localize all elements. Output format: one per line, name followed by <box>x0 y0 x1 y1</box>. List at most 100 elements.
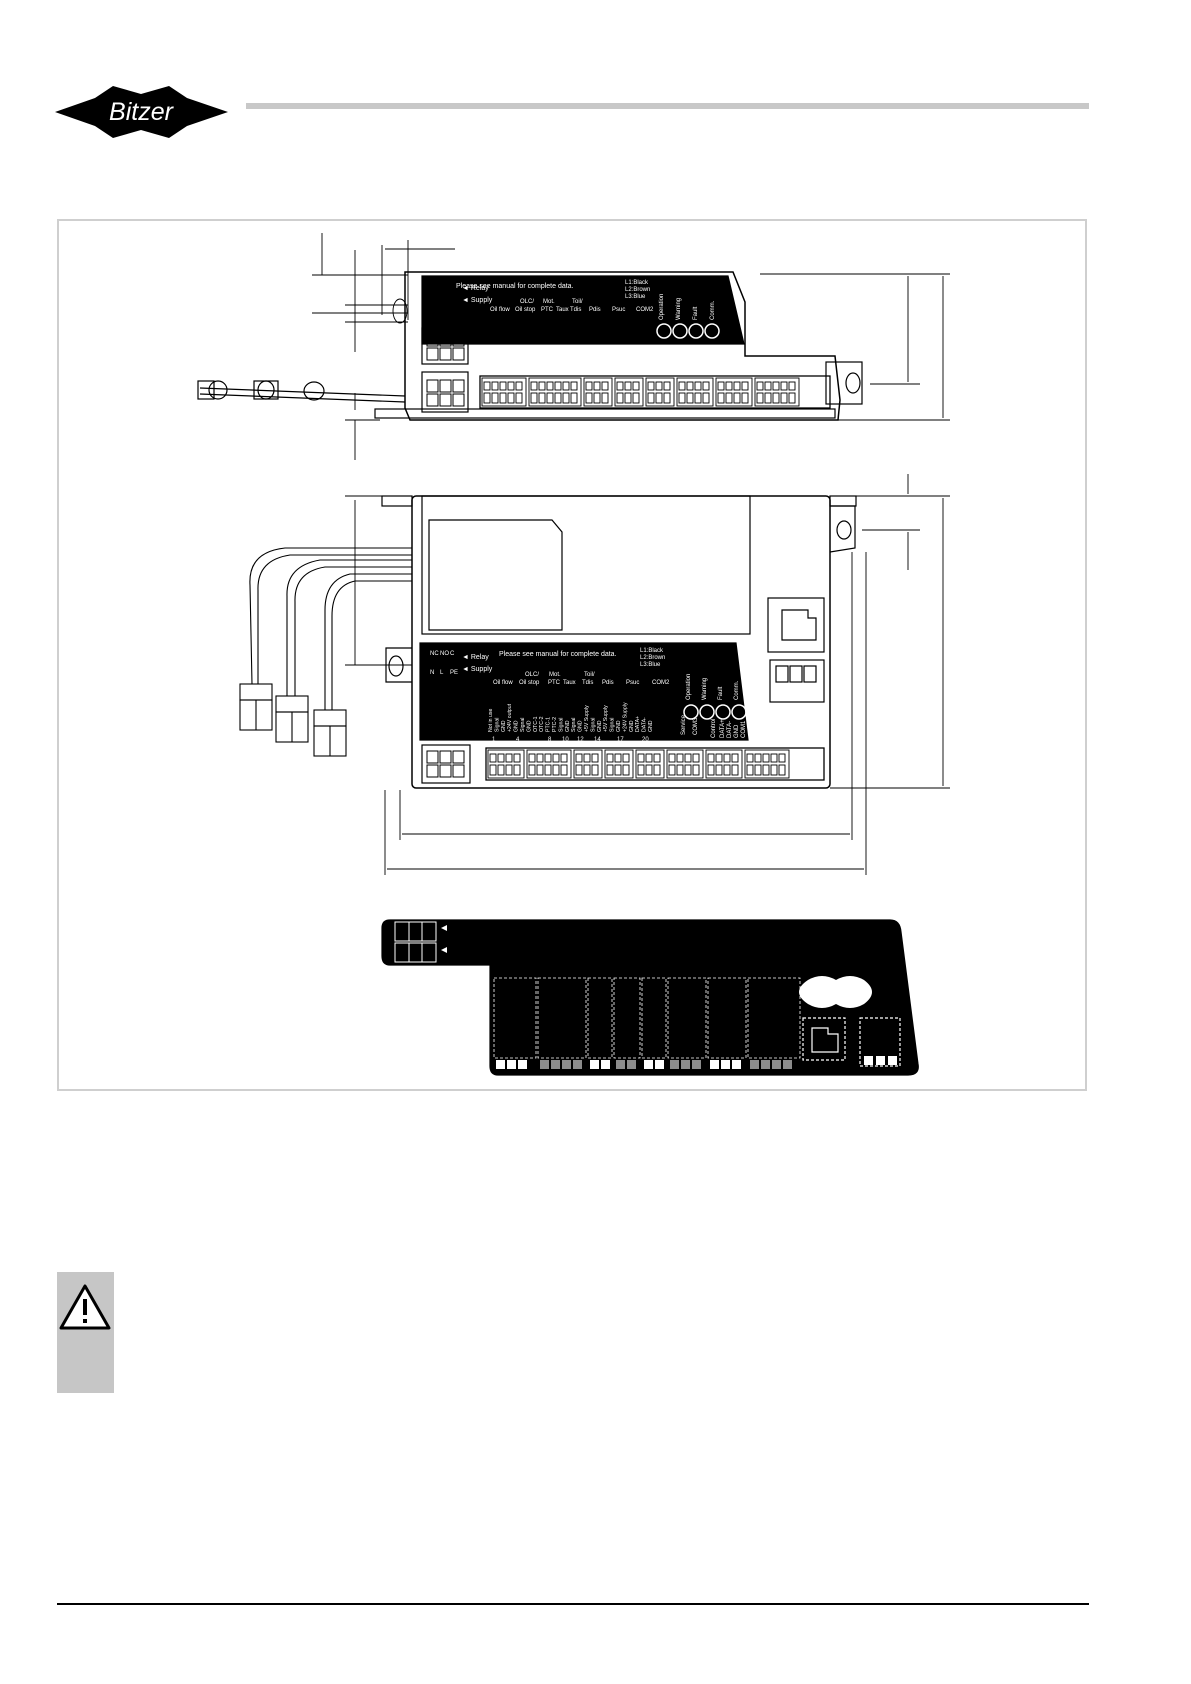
pin-marker <box>692 1060 701 1069</box>
relay-nc: NC <box>430 651 439 657</box>
pin-num-10: 10 <box>554 364 561 370</box>
bitzer-logo: Bitzer <box>55 86 228 138</box>
status-operation: Operation <box>686 674 692 700</box>
pin-name: Signal <box>590 718 596 732</box>
terminal-block <box>604 749 634 779</box>
group-oil-flow: Oil flow <box>493 680 513 686</box>
com1-data-plus: DATA+ <box>720 719 726 738</box>
group-mot: Mot. <box>543 299 555 305</box>
supply-label: ◄ Supply <box>462 666 493 673</box>
terminal-block <box>744 749 790 779</box>
pin-marker <box>772 1060 781 1069</box>
pin-marker <box>551 1060 560 1069</box>
top-status-leds <box>683 704 747 720</box>
led-circle-icon <box>704 323 720 339</box>
pin-marker <box>496 1060 505 1069</box>
pin-name: GND <box>565 720 571 732</box>
pin-marker <box>616 1060 625 1069</box>
pin-marker <box>590 1060 599 1069</box>
rj45-port-icon <box>802 1017 846 1061</box>
footer-rule <box>57 1603 1089 1605</box>
label-outline <box>381 919 919 1076</box>
pin-marker <box>732 1060 741 1069</box>
phase-l2: L2:Brown <box>640 655 665 661</box>
pin-marker <box>573 1060 582 1069</box>
pin-marker <box>644 1060 653 1069</box>
top-view <box>239 474 950 875</box>
terminal-block <box>676 377 714 407</box>
led-circle-icon <box>672 323 688 339</box>
side-status-leds <box>656 323 720 339</box>
manual-note: Please see manual for complete data. <box>499 651 617 658</box>
pin-num-8: 8 <box>548 737 552 743</box>
rj45-port-icon <box>767 597 825 653</box>
pin-name: PTC-1 <box>546 717 552 732</box>
pin-name: GND <box>597 720 603 732</box>
pin-name: Signal <box>558 718 564 732</box>
header-rule <box>246 103 1089 109</box>
led-circle-icon <box>683 704 699 720</box>
top-label-text: Please see manual for complete data. ◄ R… <box>430 648 747 743</box>
pin-marker <box>721 1060 730 1069</box>
pin-marker <box>783 1060 792 1069</box>
group-mot: Mot. <box>549 672 561 678</box>
pin-marker <box>518 1060 527 1069</box>
pin-num-20: 20 <box>642 737 649 743</box>
phase-l3: L3:Blue <box>625 294 646 300</box>
pin-marker <box>670 1060 679 1069</box>
pin-name: GND <box>501 720 507 732</box>
pin-num-12: 12 <box>568 364 575 370</box>
pin-name: OTC-2 <box>539 716 545 732</box>
pin-name: +24V output <box>507 703 513 732</box>
side-cables <box>197 380 406 403</box>
status-operation: Operation <box>659 294 665 320</box>
pin-name: GND <box>629 720 635 732</box>
led-circle-icon <box>656 323 672 339</box>
group-ptc: PTC <box>541 307 554 313</box>
side-left-terminals <box>426 333 465 407</box>
terminal-block <box>481 377 527 407</box>
pin-marker <box>655 1060 664 1069</box>
group-oil-stop: Oil stop <box>519 680 540 686</box>
com1-label: COM1 <box>741 720 747 738</box>
phase-l3: L3:Blue <box>640 662 661 668</box>
pin-name: Not in use <box>488 709 494 732</box>
pin-num-17: 17 <box>617 737 624 743</box>
pin-name: +24V Supply <box>622 702 628 732</box>
pin-marker <box>681 1060 690 1069</box>
terminal-block <box>526 749 572 779</box>
led-circle-icon <box>688 323 704 339</box>
side-dimensions <box>312 233 950 460</box>
led-circle-icon <box>799 976 872 1008</box>
group-toil: Toil/ <box>572 299 583 305</box>
terminal-block <box>666 749 704 779</box>
pin-num-1: 1 <box>488 364 492 370</box>
group-psuc: Psuc <box>612 307 625 313</box>
top-terminal-strip <box>487 749 790 779</box>
pin-name: Signal <box>610 718 616 732</box>
top-dimensions <box>345 474 950 875</box>
pin-num-10: 10 <box>562 737 569 743</box>
terminal-block <box>487 749 525 779</box>
pin-marker <box>750 1060 759 1069</box>
terminal-block <box>635 749 665 779</box>
relay-label: ◄ Relay <box>462 285 489 292</box>
pin-name: DATA+ <box>635 716 641 732</box>
status-fault: Fault <box>693 306 699 320</box>
led-circle-icon <box>699 704 715 720</box>
side-label-text: Please see manual for complete data. ◄ R… <box>456 280 716 370</box>
pin-name: +5V Supply <box>603 705 609 732</box>
pin-num-20: 20 <box>628 364 635 370</box>
group-oil-flow: Oil flow <box>490 307 510 313</box>
group-tdis: Tdis <box>570 307 581 313</box>
group-tdis: Tdis <box>582 680 593 686</box>
group-pdis: Pdis <box>589 307 601 313</box>
com1-data-minus: DATA- <box>727 721 733 738</box>
side-terminal-strip <box>481 377 800 407</box>
relay-no: NO <box>440 651 449 657</box>
group-psuc: Psuc <box>626 680 639 686</box>
group-pdis: Pdis <box>602 680 614 686</box>
group-com2: COM2 <box>636 307 654 313</box>
